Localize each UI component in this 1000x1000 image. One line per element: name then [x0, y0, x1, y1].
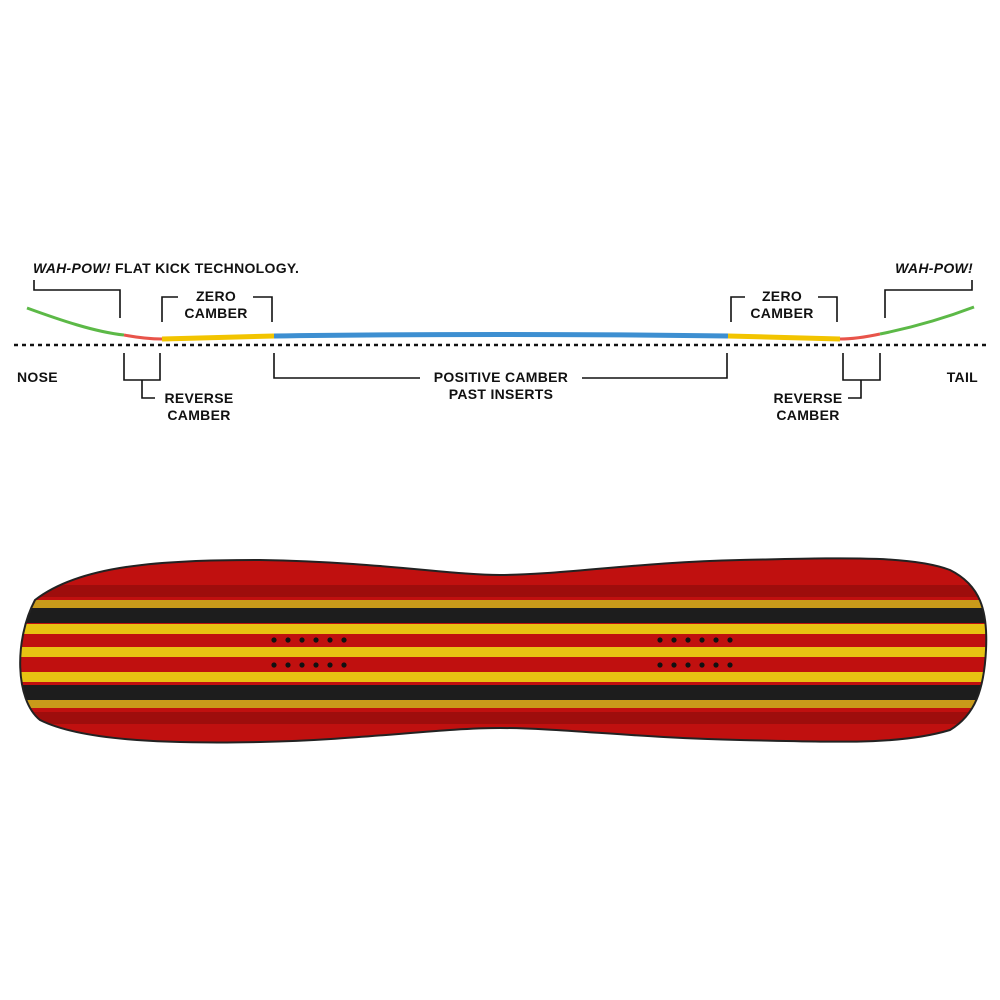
insert-hole	[657, 637, 663, 643]
reverse-camber-right-label: REVERSE CAMBER	[765, 390, 851, 424]
insert-hole	[299, 662, 305, 668]
insert-hole	[713, 662, 719, 668]
insert-hole	[327, 662, 333, 668]
zero-camber-left-bracket	[161, 296, 273, 322]
board-graphic	[20, 558, 987, 743]
board-stripe-yellow-3	[20, 672, 987, 682]
zero-camber-left-label: ZERO CAMBER	[176, 288, 256, 322]
board-stripe-gold-top	[20, 600, 987, 608]
board-stripe-dark-red-bottom	[20, 712, 987, 724]
insert-hole	[271, 637, 277, 643]
insert-hole	[685, 662, 691, 668]
tail-reverse-camber-segment	[839, 332, 881, 341]
positive-camber-bracket	[273, 353, 728, 379]
zero-camber-right-bracket	[730, 296, 838, 322]
board-outline	[19, 557, 988, 744]
board-stripe-yellow-1	[20, 624, 987, 634]
positive-camber-line1: POSITIVE CAMBER	[433, 369, 569, 385]
nose-tech-text: FLAT KICK TECHNOLOGY.	[115, 260, 300, 276]
insert-hole	[285, 662, 291, 668]
board-stripe-dark-red-top	[20, 585, 987, 597]
reverse-camber-left-line2: CAMBER	[167, 407, 231, 423]
reverse-camber-left-line1: REVERSE	[164, 390, 234, 406]
zero-camber-left-line2: CAMBER	[184, 305, 248, 321]
nose-label: NOSE	[17, 369, 58, 385]
tail-zero-camber-segment	[727, 333, 841, 342]
insert-hole	[299, 637, 305, 643]
insert-hole	[727, 662, 733, 668]
insert-hole	[713, 637, 719, 643]
nose-brand-text: WAH-POW!	[33, 260, 111, 276]
insert-hole	[699, 637, 705, 643]
binding-inserts	[271, 637, 733, 668]
insert-hole	[671, 662, 677, 668]
insert-hole	[313, 637, 319, 643]
reverse-camber-left-bracket	[123, 353, 161, 399]
reverse-camber-right-line1: REVERSE	[773, 390, 843, 406]
zero-camber-right-line2: CAMBER	[750, 305, 814, 321]
insert-hole	[327, 637, 333, 643]
nose-kick-pointer	[33, 280, 121, 318]
tail-brand-label: WAH-POW!	[895, 260, 973, 276]
positive-camber-segment	[273, 332, 729, 339]
insert-hole	[671, 637, 677, 643]
nose-tech-label: WAH-POW! FLAT KICK TECHNOLOGY.	[33, 260, 299, 277]
camber-profile-diagram	[14, 280, 986, 399]
reverse-camber-left-label: REVERSE CAMBER	[156, 390, 242, 424]
board-stripe-black-top	[20, 608, 987, 623]
tail-kick-pointer	[884, 280, 973, 318]
tail-label: TAIL	[946, 369, 978, 385]
insert-hole	[285, 637, 291, 643]
nose-kick-segment	[26, 306, 125, 337]
reverse-camber-right-bracket	[842, 353, 881, 399]
board-stripe-yellow-2	[20, 647, 987, 657]
board-base	[20, 558, 987, 743]
positive-camber-label: POSITIVE CAMBER PAST INSERTS	[420, 369, 582, 403]
insert-hole	[657, 662, 663, 668]
insert-hole	[341, 637, 347, 643]
insert-hole	[313, 662, 319, 668]
insert-hole	[341, 662, 347, 668]
reverse-camber-right-line2: CAMBER	[776, 407, 840, 423]
nose-zero-camber-segment	[161, 333, 275, 342]
zero-camber-right-line1: ZERO	[761, 288, 803, 304]
insert-hole	[271, 662, 277, 668]
board-stripe-gold-bottom	[20, 700, 987, 708]
insert-hole	[685, 637, 691, 643]
nose-reverse-camber-segment	[123, 333, 163, 341]
insert-hole	[727, 637, 733, 643]
board-stripe-black-bottom	[20, 685, 987, 700]
insert-hole	[699, 662, 705, 668]
tail-kick-segment	[879, 305, 975, 336]
positive-camber-line2: PAST INSERTS	[448, 386, 554, 402]
zero-camber-left-line1: ZERO	[195, 288, 237, 304]
zero-camber-right-label: ZERO CAMBER	[742, 288, 822, 322]
